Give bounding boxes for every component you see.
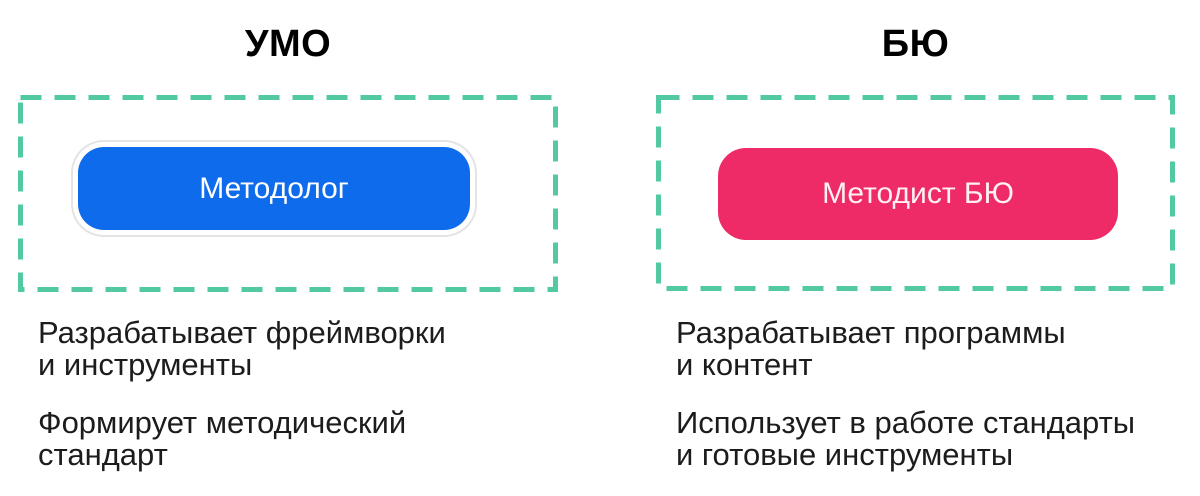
byu-points: Разрабатывает программы и контент Исполь… — [676, 317, 1175, 496]
byu-point-2: Использует в работе стандарты и готовые … — [676, 405, 1136, 472]
byu-dashed-border-rect — [656, 95, 1175, 291]
byu-title: БЮ — [881, 23, 950, 65]
umo-point-2: Формирует методический стандарт — [38, 405, 407, 472]
metodist-byu-pill[interactable]: Методист БЮ — [718, 148, 1118, 240]
umo-points: Разрабатывает фреймворки и инструменты Ф… — [38, 317, 558, 496]
methodolog-pill[interactable]: Методолог — [78, 147, 470, 230]
column-umo: УМО Методолог Разрабатывает фреймворки и… — [18, 0, 558, 496]
byu-dashed-frame — [656, 95, 1175, 291]
umo-dashed-border-svg — [18, 95, 558, 292]
umo-dashed-frame — [18, 95, 558, 292]
byu-point-1: Разрабатывает программы и контент — [676, 315, 1066, 382]
umo-point-1: Разрабатывает фреймворки и инструменты — [38, 315, 446, 382]
column-byu: БЮ Методист БЮ Разрабатывает программы и… — [656, 0, 1175, 496]
byu-dashed-border-svg — [656, 95, 1175, 291]
umo-title: УМО — [244, 23, 332, 65]
umo-dashed-border-rect — [18, 95, 558, 292]
